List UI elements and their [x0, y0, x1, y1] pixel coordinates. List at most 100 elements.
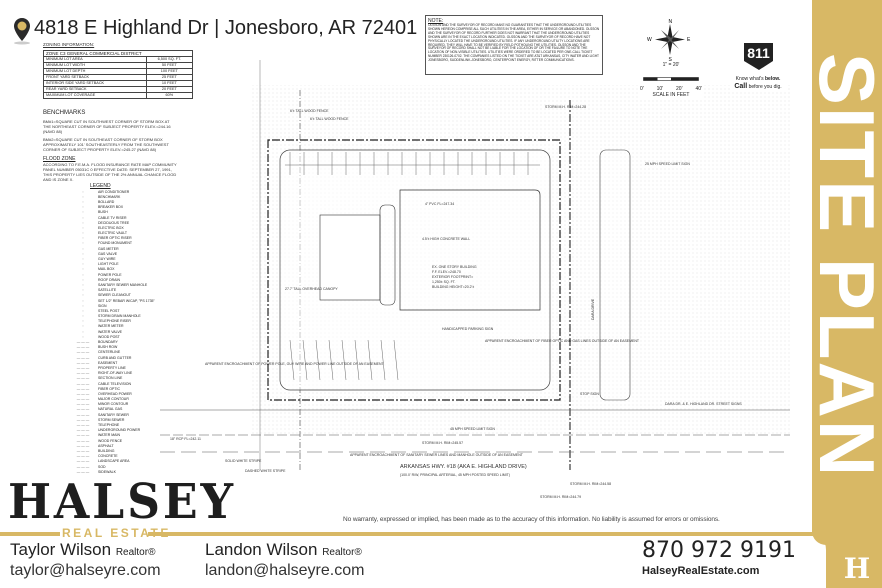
- legend-symbol: ◦: [82, 257, 84, 262]
- scale-bar-graphic: [643, 77, 699, 81]
- note-heading: NOTE:: [428, 18, 444, 24]
- legend-symbol: — — —: [76, 423, 90, 428]
- legend-item: — — —SECTION LINE: [68, 376, 168, 381]
- label-dara: DARA DRIVE: [591, 298, 595, 320]
- legend-item: ◦AIR CONDITIONER: [68, 189, 168, 194]
- legend-label: CABLE TELEVISION: [98, 381, 132, 386]
- legend-symbol: — — —: [76, 438, 90, 443]
- legend-label: ELECTRIC BOX: [98, 225, 124, 230]
- scale-bar: 1" = 20' 0' 10' 20' 40' SCALE IN FEET: [640, 62, 702, 98]
- 811-text-c: Call: [734, 83, 748, 90]
- 811-number: 811: [747, 45, 770, 61]
- legend-symbol: ◦: [82, 189, 84, 194]
- map-pin-icon: [14, 18, 30, 45]
- legend-label: MAIL BOX: [98, 267, 115, 272]
- legend-item: ◦BENCHMARK: [68, 194, 168, 199]
- legend-symbol: ◦: [82, 314, 84, 319]
- legend-item: ◦ELECTRIC VAULT: [68, 231, 168, 236]
- website-link[interactable]: HalseyRealEstate.com: [642, 565, 760, 577]
- label-canopy: 27.7' TALL OVERHEAD CANOPY: [285, 287, 338, 291]
- legend-label: BOLLARD: [98, 199, 115, 204]
- legend-item: — — —SIDEWALK: [68, 469, 168, 474]
- legend-item: — — —CENTERLINE: [68, 350, 168, 355]
- legend-item: ◦LIGHT POLE: [68, 262, 168, 267]
- legend-symbol: — — —: [76, 391, 90, 396]
- legend-label: ELECTRIC VAULT: [98, 231, 128, 236]
- zoning-heading: ZONING INFORMATION:: [43, 42, 95, 47]
- scale-tick: 20': [676, 86, 683, 92]
- legend-symbol: ◦: [82, 277, 84, 282]
- label-building: EX. ONE STORY BUILDING: [432, 265, 477, 269]
- legend-symbol: ◦: [82, 262, 84, 267]
- legend-symbol: — — —: [76, 407, 90, 412]
- parking-stall-line: [315, 339, 321, 381]
- legend-symbol: — — —: [76, 443, 90, 448]
- legend-symbol: ◦: [82, 210, 84, 215]
- legend-label: SATELLITE: [98, 288, 117, 293]
- agent-2-email[interactable]: landon@halseyre.com: [205, 562, 365, 579]
- legend-item: — — — SOD: [68, 464, 168, 469]
- legend-label: SANITARY SEWER: [98, 412, 129, 417]
- legend-item: ◦WATER VALVE: [68, 329, 168, 334]
- label-storm-2: STORM M.H. RIM=245.57: [422, 441, 463, 445]
- legend-symbol: — — —: [76, 371, 90, 376]
- legend-label: CONCRETE: [98, 454, 118, 459]
- legend-item: ◦SEWER CLEANOUT: [68, 293, 168, 298]
- benchmarks-section: BENCHMARKS BM#1=SQUARE CUT IN SOUTHWEST …: [43, 110, 178, 182]
- side-banner: SITE PLAN: [804, 0, 882, 545]
- legend-item: ◦SATELLITE: [68, 288, 168, 293]
- legend-label: WATER VALVE: [98, 329, 122, 334]
- parking-stall-line: [393, 339, 399, 381]
- legend-item: ◦TELEPHONE RISER: [68, 319, 168, 324]
- agent-title: Realtor®: [115, 547, 156, 558]
- legend-label: WOOD POST: [98, 334, 120, 339]
- legend-label: SEWER CLEANOUT: [98, 293, 131, 298]
- legend-item: — — —STORM SEWER: [68, 417, 168, 422]
- legend-symbol: ◦: [82, 303, 84, 308]
- legend-symbol: ◦: [82, 220, 84, 225]
- parking-stall-line: [367, 339, 373, 381]
- phone-number[interactable]: 870 972 9191: [642, 538, 796, 563]
- label-storm-1: STORM M.H. RIM=244.28: [545, 105, 586, 109]
- legend-item: ◦DECIDUOUS TREE: [68, 220, 168, 225]
- divider: [0, 532, 60, 536]
- legend-symbol: — — —: [76, 454, 90, 459]
- legend-symbol: — — —: [76, 402, 90, 407]
- legend-label: SOD: [98, 464, 106, 469]
- legend-item: — — —RIGHT-OF-WAY LINE: [68, 371, 168, 376]
- agent-name: Taylor Wilson: [10, 540, 112, 559]
- flood-text: ACCORDING TO F.E.M.A. FLOOD INSURANCE RA…: [43, 162, 177, 182]
- label-building: BUILDING HEIGHT=20.2'±: [432, 285, 474, 289]
- legend-item: — — —WOOD FENCE: [68, 438, 168, 443]
- legend-symbol: — — —: [76, 340, 90, 345]
- legend-symbol: ◦: [82, 324, 84, 329]
- legend-symbol: — — —: [76, 428, 90, 433]
- legend-item: — — —MAJOR CONTOUR: [68, 397, 168, 402]
- note-text: OLSSON AND THE SURVEYOR OF RECORD MAKE N…: [428, 23, 600, 63]
- agent-1-email[interactable]: taylor@halseyre.com: [10, 562, 161, 579]
- scale-ratio: 1" = 20': [662, 62, 680, 68]
- 811-text-d: before you dig.: [747, 84, 782, 90]
- label-fence-2: 6'± TALL WOOD FENCE: [310, 117, 349, 121]
- legend-item: ◦WOOD POST: [68, 334, 168, 339]
- legend-symbol: — — —: [76, 464, 90, 469]
- label-dashed-stripe: DASHED WHITE STRIPE: [245, 469, 286, 473]
- legend-symbol: — — —: [76, 469, 90, 474]
- legend-symbol: ◦: [82, 251, 84, 256]
- legend-symbol: ◦: [82, 308, 84, 313]
- legend-label: ASPHALT: [98, 443, 114, 448]
- legend-item: ◦BOLLARD: [68, 199, 168, 204]
- legend-label: WATER METER: [98, 324, 124, 329]
- legend-item: — — —SANITARY SEWER: [68, 412, 168, 417]
- legend-label: TELEPHONE RISER: [98, 319, 131, 324]
- legend-item: ◦SET 1/2" REBAR W/CAP, "PS 1735": [68, 298, 168, 303]
- legend-item: — — —PROPERTY LINE: [68, 365, 168, 370]
- legend-symbol: — — —: [76, 345, 90, 350]
- legend-label: STEEL POST: [98, 308, 120, 313]
- note-box: NOTE: OLSSON AND THE SURVEYOR OF RECORD …: [425, 15, 603, 75]
- label-rcp: 18" RCP FL=242.11: [170, 437, 201, 441]
- legend-label: SET 1/2" REBAR W/CAP, "PS 1735": [98, 298, 155, 303]
- site-plan-drawing: 6'± TALL WOOD FENCE 6'± TALL WOOD FENCE …: [160, 60, 790, 499]
- legend-symbol: — — —: [76, 433, 90, 438]
